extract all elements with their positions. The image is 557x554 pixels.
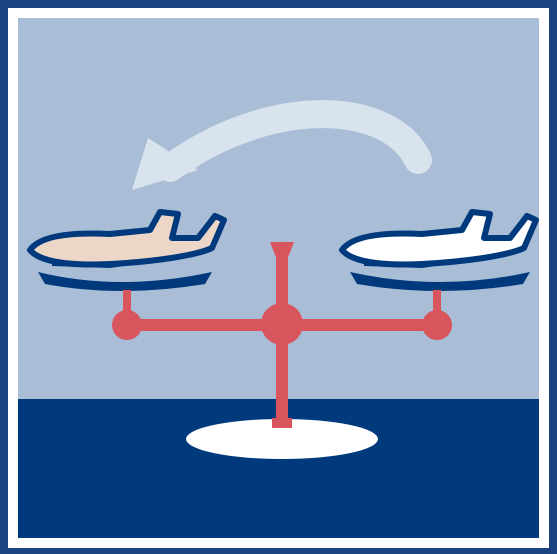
balance-scale-illustration <box>0 0 557 554</box>
illustration-frame <box>0 0 557 554</box>
